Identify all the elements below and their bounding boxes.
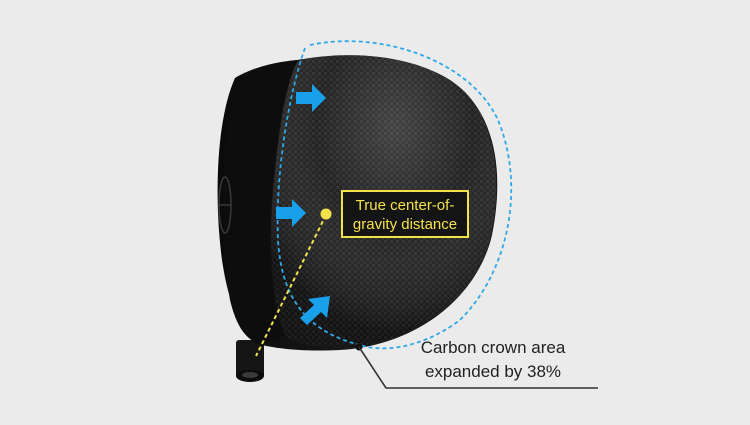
carbon-crown-label-line1: Carbon crown area (420, 338, 566, 357)
previous-crown-outline (309, 40, 513, 350)
cg-dot-icon (320, 208, 332, 220)
cg-distance-label-line2: gravity distance (352, 216, 458, 233)
hosel (236, 340, 264, 382)
cg-distance-label-line1: True center-of- (355, 197, 455, 214)
face-edge (222, 60, 298, 345)
carbon-crown-label-line2: expanded by 38% (424, 362, 562, 381)
carbon-crown-label: Carbon crown area expanded by 38% (398, 336, 588, 384)
arrow-right-icon (296, 84, 326, 112)
arrow-up-right-icon (300, 296, 330, 325)
cg-distance-line (255, 214, 327, 357)
carbon-callout-leader (355, 343, 598, 389)
alignment-mark (218, 176, 232, 234)
arrow-right-icon (276, 199, 306, 227)
cg-distance-label: True center-of- gravity distance (341, 190, 469, 238)
